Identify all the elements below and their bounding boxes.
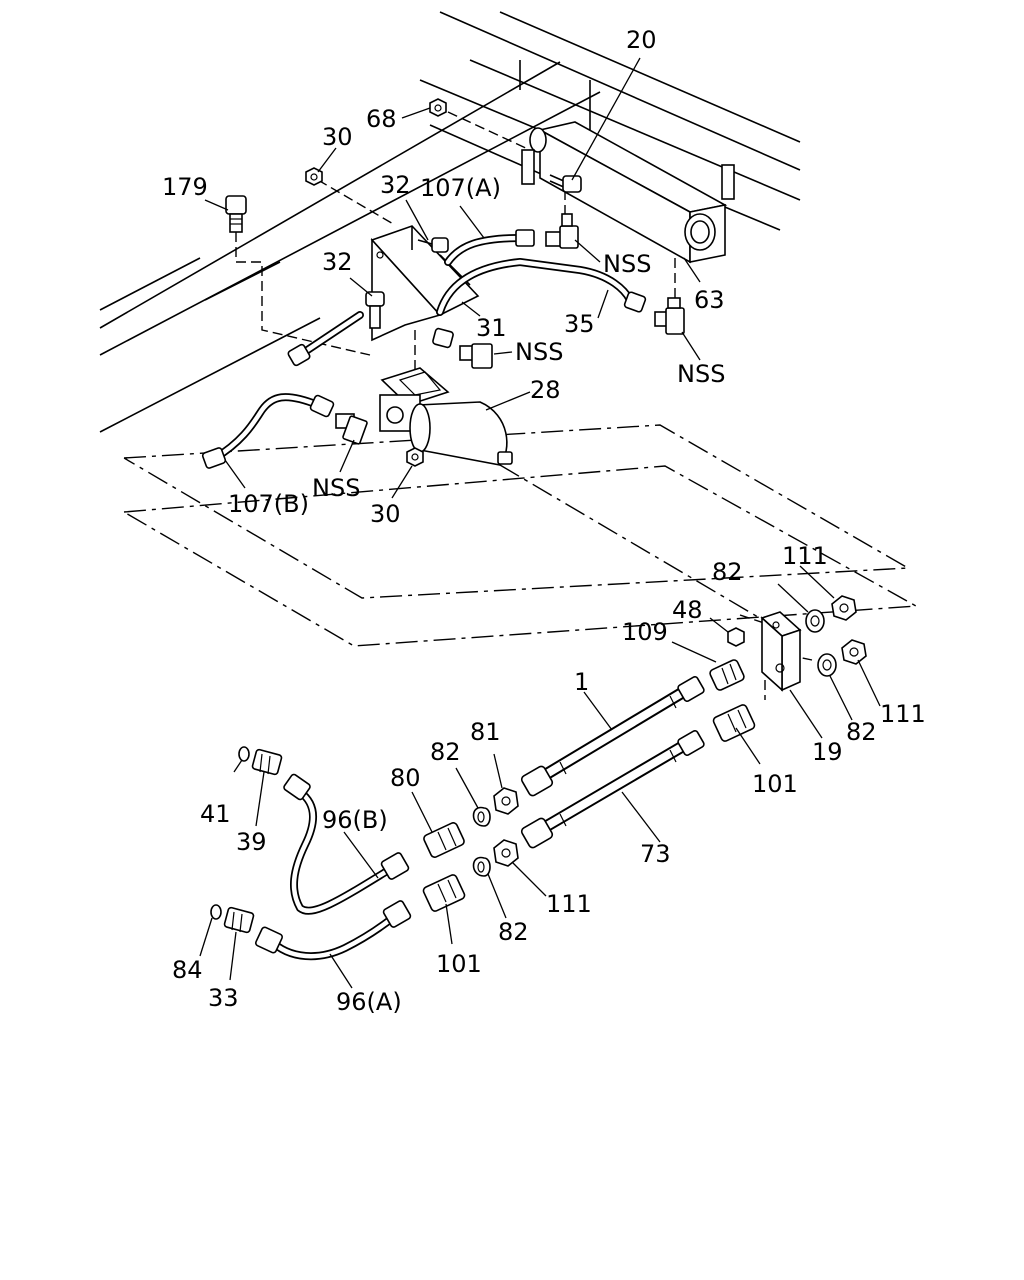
callout-nss-1: NSS	[603, 250, 651, 278]
oring-84	[210, 904, 222, 920]
callout-19: 19	[812, 738, 843, 766]
bolt-20	[549, 174, 582, 193]
pipe-107b	[201, 393, 335, 469]
washer-82-upper	[805, 609, 825, 633]
callout-nss-2: NSS	[515, 338, 563, 366]
callout-28: 28	[530, 376, 561, 404]
callout-107a: 107(A)	[420, 174, 501, 202]
callout-30-upper: 30	[322, 123, 353, 151]
receiver-drier-63	[521, 121, 735, 264]
elbow-nss-3	[654, 297, 685, 335]
callout-111-right: 111	[880, 700, 926, 728]
callout-82-middle: 82	[430, 738, 461, 766]
callout-84: 84	[172, 956, 203, 984]
callout-35: 35	[564, 310, 595, 338]
callout-30-lower: 30	[370, 500, 401, 528]
hose-1	[520, 676, 705, 797]
fitting-upper-small	[432, 327, 454, 349]
nut-30-lower	[406, 447, 424, 467]
bracket-19	[760, 611, 802, 692]
dryer-28	[379, 367, 513, 466]
oring-41	[238, 746, 250, 762]
nut-111-upper	[831, 595, 857, 621]
hose-73	[520, 730, 705, 849]
callout-107b: 107(B)	[228, 490, 309, 518]
callout-41: 41	[200, 800, 231, 828]
callout-81: 81	[470, 718, 501, 746]
washer-82-middle	[472, 806, 491, 827]
pipe-96a	[254, 900, 412, 961]
nut-68	[429, 98, 447, 117]
bolt-32-upper	[417, 237, 449, 253]
union-109	[709, 659, 745, 691]
callout-labels: 20 68 30 179 32 107(A) NSS 63 32 35 31 N…	[162, 26, 926, 1016]
callout-96b: 96(B)	[322, 806, 388, 834]
callout-63: 63	[694, 286, 725, 314]
union-101-left	[422, 874, 466, 912]
callout-39: 39	[236, 828, 267, 856]
chassis-frame	[99, 11, 801, 433]
callout-80: 80	[390, 764, 421, 792]
callout-32-lower: 32	[322, 248, 353, 276]
callout-82-upper: 82	[712, 558, 743, 586]
elbow-nss-2	[459, 343, 493, 369]
callout-101-right: 101	[752, 770, 798, 798]
pipe-35	[436, 258, 647, 316]
callout-32-upper: 32	[380, 171, 411, 199]
fitting-33	[223, 906, 255, 934]
washer-82-right	[817, 653, 837, 677]
union-101-right	[712, 704, 756, 742]
callout-73: 73	[640, 840, 671, 868]
assembly-lines	[123, 111, 919, 700]
callout-nss-4: NSS	[312, 474, 360, 502]
callout-101-left: 101	[436, 950, 482, 978]
pipe-107b-upper-segment	[287, 311, 364, 367]
nut-81	[493, 787, 519, 815]
callout-20: 20	[626, 26, 657, 54]
callout-82-right: 82	[846, 718, 877, 746]
elbow-nss-1	[545, 213, 579, 249]
callout-31: 31	[476, 314, 507, 342]
nut-48	[727, 627, 745, 647]
nut-30-upper	[305, 167, 323, 186]
bolt-179	[225, 195, 247, 233]
callout-109: 109	[622, 618, 668, 646]
callout-68: 68	[366, 105, 397, 133]
fitting-39	[251, 748, 283, 776]
callout-48: 48	[672, 596, 703, 624]
callout-1: 1	[574, 668, 589, 696]
washer-82-lower	[472, 856, 491, 877]
callout-96a: 96(A)	[336, 988, 402, 1016]
leader-lines	[199, 57, 881, 989]
nut-111-lower	[493, 839, 519, 867]
callout-nss-3: NSS	[677, 360, 725, 388]
callout-82-lower: 82	[498, 918, 529, 946]
callout-33: 33	[208, 984, 239, 1012]
nut-111-right	[841, 639, 867, 665]
pipe-107a	[444, 229, 535, 266]
elbow-nss-4	[335, 413, 368, 445]
pipe-96b	[283, 773, 410, 915]
union-80	[423, 822, 465, 858]
callout-111-upper: 111	[782, 542, 828, 570]
callout-111-lower: 111	[546, 890, 592, 918]
callout-179: 179	[162, 173, 208, 201]
